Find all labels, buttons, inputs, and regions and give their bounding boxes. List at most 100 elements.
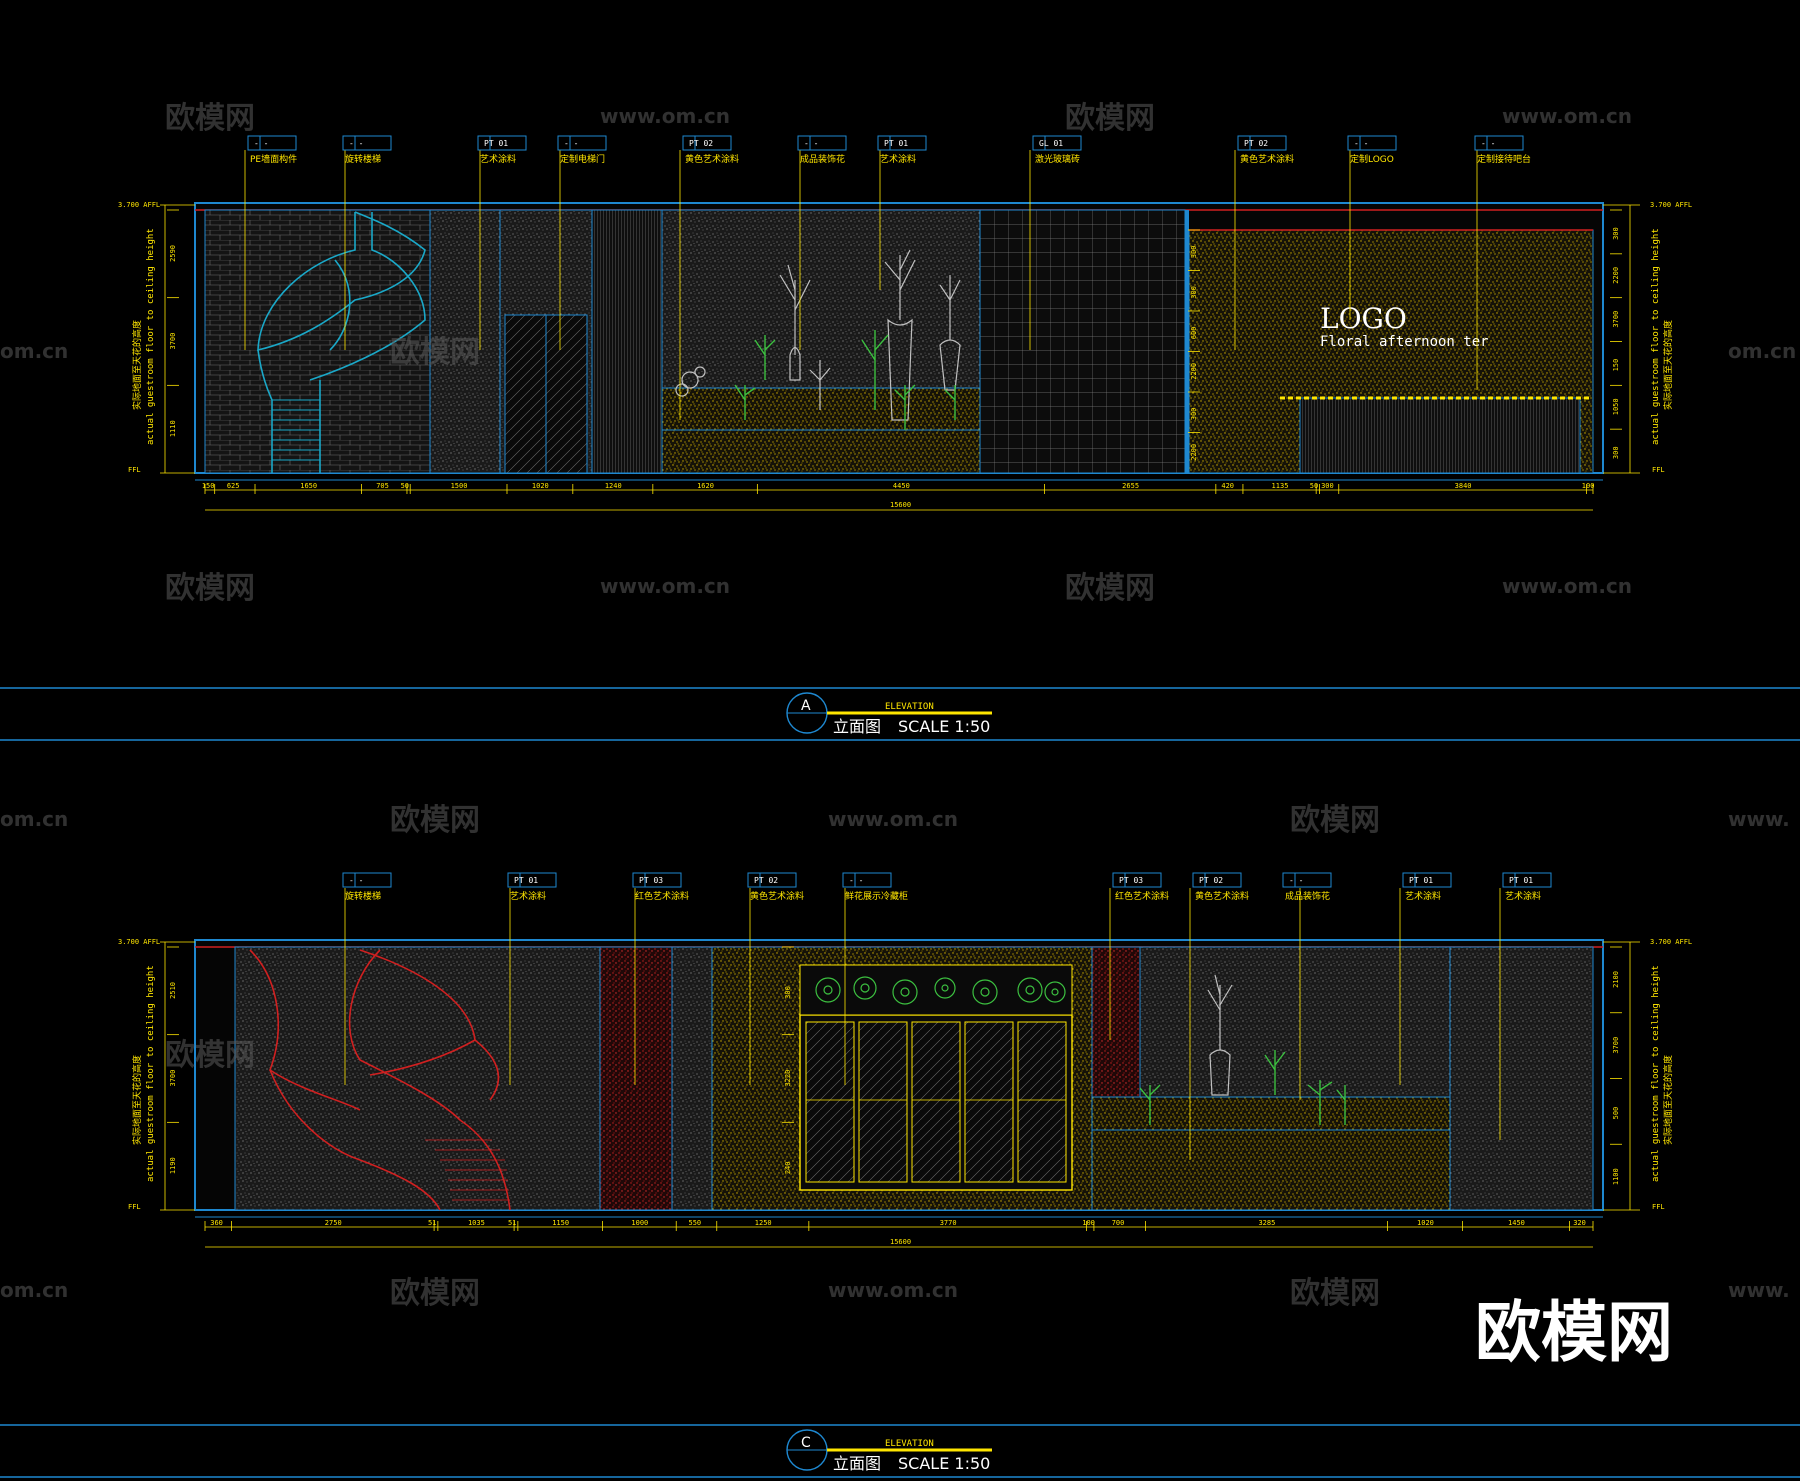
- elevation-a-callout-code: - -: [254, 139, 268, 148]
- elevation-c-bottom-dim-label: 1000: [631, 1219, 648, 1227]
- watermark-url: www.om.cn: [828, 807, 958, 831]
- fridge-door: [911, 1021, 961, 1183]
- elevation-c-bottom-dim-label: 2750: [325, 1219, 342, 1227]
- elevation-c-callout-code: - -: [1289, 876, 1303, 885]
- elevation-c-bottom-dim-label: 51: [428, 1219, 436, 1227]
- watermark-url-partial: om.cn: [0, 1278, 68, 1302]
- elevation-c-total-dim: 15600: [890, 1238, 911, 1246]
- watermark-brand: 欧模网: [1065, 101, 1155, 136]
- elevation-a-inner-dim-label: 300: [1190, 246, 1198, 259]
- elevation-c-bottom-dim-label: 3285: [1258, 1219, 1275, 1227]
- elevation-a-bottom-dim-label: 625: [227, 482, 240, 490]
- vertical-slat-panel: [591, 209, 663, 474]
- elevation-a-right-dim-label: 1050: [1612, 398, 1620, 415]
- elevation-c-left-label-cn: 实际地面至天花的高度: [131, 1055, 143, 1145]
- elevation-a-left-dim-label: 3700: [169, 333, 177, 350]
- watermark-url-prefix: www.: [1728, 1278, 1790, 1302]
- elevation-a-left-label-en: actual guestroom floor to ceiling height: [146, 228, 156, 445]
- elevation-a-callout-box: [797, 135, 847, 151]
- art-paint-panel-1: [429, 209, 501, 474]
- decorative-flowers-a: [675, 249, 961, 421]
- elevation-c-callout-label: 成品装饰花: [1285, 890, 1330, 902]
- elevation-c-bottom-dim-label: 550: [688, 1219, 701, 1227]
- fridge-flowers: [815, 976, 1066, 1005]
- elevation-c-callout-label: 红色艺术涂料: [1115, 890, 1169, 902]
- elevation-a-left-dim-label: 1110: [169, 420, 177, 437]
- green-plants-c: [1139, 1050, 1346, 1125]
- elevation-c-callout-code: - -: [849, 876, 863, 885]
- elevation-c-bottom-dim-label: 360: [210, 1219, 223, 1227]
- watermark-url-partial: om.cn: [1728, 339, 1796, 363]
- elevation-a-callout-box: [877, 135, 927, 151]
- elevation-a-callout-box: [342, 135, 392, 151]
- elevation-c-callout-box: [507, 872, 557, 888]
- watermark-url: www.om.cn: [1502, 574, 1632, 598]
- elevation-a-bottom-dim-label: 50: [1310, 482, 1318, 490]
- elevation-c-title-letter: C: [801, 1435, 811, 1451]
- elevation-a-bottom-dim-label: 1020: [532, 482, 549, 490]
- elevation-c-callout-label: 艺术涂料: [1505, 890, 1541, 902]
- elevation-c-callout-box: [342, 872, 392, 888]
- callouts-c: [344, 888, 1501, 1160]
- elevation-a-title-scale: SCALE 1:50: [898, 717, 990, 736]
- elevation-a-callout-box: [557, 135, 607, 151]
- elevation-c-title-scale: SCALE 1:50: [898, 1454, 990, 1473]
- elevation-a-left-dim-label: 2590: [169, 245, 177, 262]
- elevation-c-callout-code: PT 01: [1509, 876, 1533, 885]
- yellow-planter-c: [1091, 1096, 1451, 1211]
- elevation-c-left-dim-label: 1190: [169, 1157, 177, 1174]
- elevation-c-callout-code: PT 03: [1119, 876, 1143, 885]
- watermark-brand: 欧模网: [390, 1276, 480, 1311]
- elevation-a-callout-box: [1032, 135, 1082, 151]
- elevation-a-total-dim: 15600: [890, 501, 911, 509]
- elevation-c-bottom-dim-label: 1150: [552, 1219, 569, 1227]
- elevation-c-inner-dim-label: 3220: [784, 1070, 792, 1087]
- elevation-c-level-top-left: 3.700 AFFL: [118, 938, 160, 946]
- elevation-a-callout-label: 黄色艺术涂料: [685, 153, 739, 165]
- elevation-c-right-dim-label: 1100: [1612, 1168, 1620, 1185]
- elevation-c-right-label-cn: 实际地面至天花的高度: [1662, 1055, 1674, 1145]
- elevation-c-callout-label: 鲜花展示冷藏柜: [845, 890, 908, 902]
- watermarks: 欧模网 www.om.cn 欧模网 www.om.cn om.cn 欧模网 om…: [0, 101, 1796, 1371]
- elevation-c-bottom-dim-label: 1035: [468, 1219, 485, 1227]
- elevation-c-title-en: ELEVATION: [885, 1439, 934, 1449]
- elevation-a-callout-code: GL 01: [1039, 139, 1063, 148]
- watermark-brand: 欧模网: [1065, 571, 1155, 606]
- elevation-c-callout-label: 黄色艺术涂料: [750, 890, 804, 902]
- elevation-c-callout-box: [842, 872, 892, 888]
- elevation-a-level-top-left: 3.700 AFFL: [118, 201, 160, 209]
- elevation-a-callout-code: - -: [564, 139, 578, 148]
- elevation-c-right-dim-label: 3700: [1612, 1037, 1620, 1054]
- watermark-brand: 欧模网: [390, 803, 480, 838]
- fridge-door: [1017, 1021, 1067, 1183]
- elevation-c-bottom-dim-label: 700: [1112, 1219, 1125, 1227]
- elevation-c-bottom-dim-label: 51: [508, 1219, 516, 1227]
- elevation-c-callout-label: 黄色艺术涂料: [1195, 890, 1249, 902]
- elevation-a-callout-code: - -: [1354, 139, 1368, 148]
- watermark-brand: 欧模网: [390, 335, 480, 370]
- elevation-a-bottom-dim-label: 300: [1321, 482, 1334, 490]
- elevation-c-level-bottom-right: FFL: [1652, 1203, 1665, 1211]
- elevation-a-title-en: ELEVATION: [885, 702, 934, 712]
- watermark-url-prefix: www.: [1728, 807, 1790, 831]
- elevation-a-right-dim-label: 3700: [1612, 311, 1620, 328]
- elevation-c-right-dim-label: 2100: [1612, 971, 1620, 988]
- elevation-c-callout-box: [1402, 872, 1452, 888]
- brand-logo-text: 欧模网: [1475, 1294, 1673, 1371]
- elevation-c-inner-dim-label: 300: [784, 986, 792, 999]
- elevation-c-level-bottom-left: FFL: [128, 1203, 141, 1211]
- pe-wall-panel: [204, 209, 431, 474]
- elevation-a-bottom-dim-label: 705: [376, 482, 389, 490]
- watermark-brand: 欧模网: [165, 1038, 255, 1073]
- elevation-a-left-dims: 2590 3700 1110: [167, 209, 179, 437]
- elevation-a-level-bottom-right: FFL: [1652, 466, 1665, 474]
- watermark-brand: 欧模网: [165, 101, 255, 136]
- elevation-a-inner-dim-label: 300: [1190, 408, 1198, 421]
- logo-subtitle: Floral afternoon ter: [1320, 334, 1489, 350]
- elevation-a-callout-box: [682, 135, 732, 151]
- watermark-url: www.om.cn: [1502, 104, 1632, 128]
